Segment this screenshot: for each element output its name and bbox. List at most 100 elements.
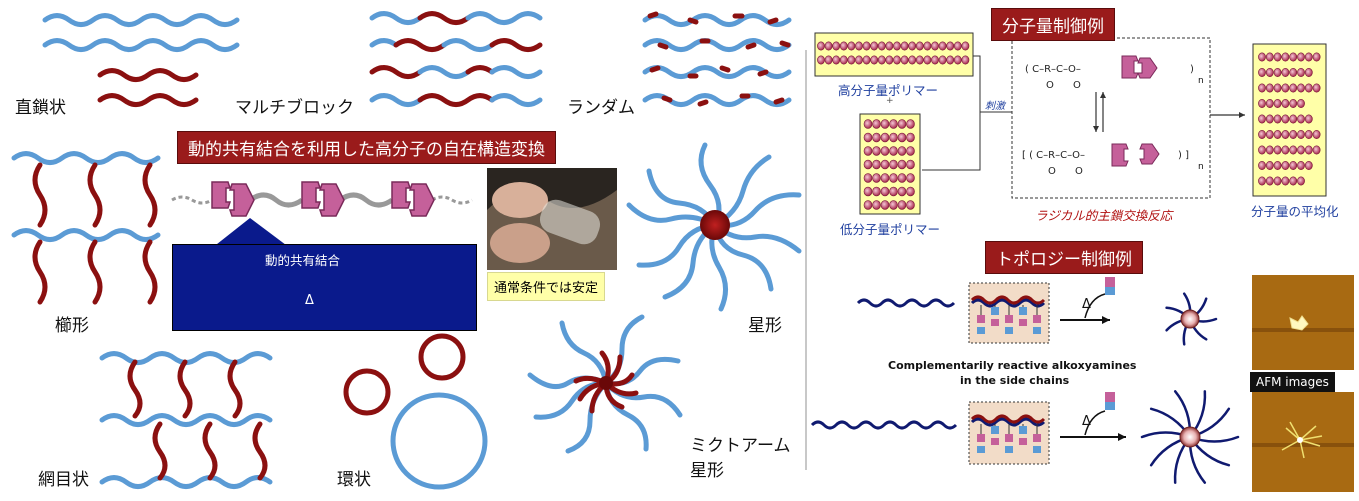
polymer-bead	[1289, 99, 1298, 109]
afm-image-bottom	[1252, 392, 1354, 492]
svg-text:O: O	[1073, 80, 1081, 91]
random-chains	[642, 13, 792, 107]
label-miktoarm-line1: ミクトアーム	[690, 436, 791, 456]
polymer-bead	[1312, 130, 1321, 140]
afm-label: AFM images	[1250, 372, 1335, 392]
svg-text:O: O	[1048, 166, 1056, 177]
polymer-bead	[1312, 145, 1321, 155]
polymer-bead	[1281, 114, 1290, 124]
high-mw-label: 高分子量ポリマー	[838, 83, 939, 98]
polymer-bead	[880, 119, 890, 129]
polymer-bead	[839, 55, 848, 65]
topology-control-banner: トポロジー制御例	[985, 241, 1143, 274]
polymer-bead	[880, 132, 890, 143]
topology-delta-2: Δ	[1082, 414, 1091, 429]
alkoxyamine-unit-1	[211, 181, 255, 217]
side-chain-unit	[1019, 438, 1027, 445]
polymer-bead	[931, 55, 939, 65]
polymer-bead	[1265, 83, 1274, 93]
side-chain-unit	[1005, 315, 1013, 323]
polymer-bead	[855, 41, 863, 51]
polymer-bead	[915, 41, 924, 51]
polymer-bead	[1297, 52, 1305, 62]
polymer-bead	[1289, 83, 1298, 93]
svg-text:) ]: ) ]	[1178, 150, 1189, 161]
polymer-bead	[961, 41, 970, 51]
side-chain-unit	[1033, 434, 1041, 442]
polymer-bead	[938, 55, 947, 65]
polymer-bead	[893, 55, 901, 65]
polymer-bead	[1281, 130, 1290, 140]
polymer-bead	[1265, 176, 1274, 186]
label-multiblock: マルチブロック	[235, 98, 354, 118]
side-chain-unit	[1019, 319, 1027, 326]
high-mw-beads	[817, 41, 970, 65]
polymer-bead	[889, 186, 898, 197]
dynamic-bond-callout	[172, 244, 477, 331]
polymer-bead	[931, 41, 939, 51]
polymer-bead	[855, 55, 863, 65]
svg-text:O: O	[1075, 166, 1083, 177]
polymer-bead	[1273, 83, 1282, 93]
polymer-bead	[906, 200, 915, 210]
mw-control-banner: 分子量制御例	[991, 8, 1115, 41]
comb-polymer	[11, 151, 161, 305]
stimulus-label: 刺激	[985, 101, 1005, 112]
polymer-bead	[1281, 145, 1290, 155]
svg-text:O: O	[1046, 80, 1054, 91]
polymer-bead	[1258, 114, 1266, 124]
polymer-bead	[1258, 99, 1266, 109]
polymer-bead	[1297, 145, 1305, 155]
alkoxyamine-unit-2	[301, 181, 345, 217]
n-subscript-bottom: n	[1198, 162, 1204, 172]
dynamic-bond-label: 動的共有結合	[265, 253, 341, 268]
polymer-bead	[1297, 83, 1305, 93]
polymer-bead	[906, 146, 915, 156]
polymer-bead	[1265, 68, 1274, 78]
polymer-bead	[906, 132, 915, 143]
side-chain-units-1	[977, 305, 1041, 334]
polymer-bead	[880, 146, 890, 156]
polymer-bead	[862, 55, 871, 65]
polymer-bead	[1273, 145, 1282, 155]
label-star: 星形	[748, 316, 782, 336]
polymer-bead	[938, 41, 947, 51]
reaction-box	[1011, 37, 1211, 199]
polymer-bead	[863, 173, 873, 183]
polymer-bead	[900, 55, 909, 65]
polymer-bead	[897, 173, 907, 183]
side-chain-unit	[1019, 426, 1027, 434]
formula-top: ( C–R–C–O– O O )	[1025, 64, 1194, 91]
polymer-bead	[870, 55, 879, 65]
polymer-bead	[893, 41, 901, 51]
polymer-bead	[1289, 52, 1298, 62]
label-linear: 直鎖状	[15, 98, 66, 118]
polymer-bead	[1289, 161, 1298, 171]
polymer-bead	[1289, 68, 1298, 78]
polymer-bead	[1312, 83, 1321, 93]
side-chain-unit	[991, 319, 999, 326]
label-network: 網目状	[38, 470, 89, 490]
polymer-bead	[880, 200, 890, 210]
polymer-bead	[839, 41, 848, 51]
polymer-bead	[1281, 68, 1290, 78]
polymer-bead	[1297, 161, 1305, 171]
polymer-bead	[832, 41, 841, 51]
polymer-bead	[870, 41, 879, 51]
polymer-bead	[923, 41, 932, 51]
polymer-bead	[1265, 145, 1274, 155]
reaction-label: ラジカル的主鎖交換反応	[1035, 208, 1173, 223]
average-label: 分子量の平均化	[1251, 204, 1339, 219]
polymer-bead	[1273, 161, 1282, 171]
polymer-bead	[889, 119, 898, 129]
polymer-bead	[1265, 130, 1274, 140]
polymer-bead	[1281, 161, 1290, 171]
polymer-bead	[1273, 130, 1282, 140]
polymer-bead	[863, 132, 873, 143]
miktoarm-star	[527, 314, 683, 454]
polymer-bead	[1312, 52, 1321, 62]
polymer-bead	[1281, 176, 1290, 186]
side-chain-unit	[1033, 446, 1041, 453]
polymer-bead	[824, 41, 833, 51]
polymer-bead	[946, 55, 955, 65]
